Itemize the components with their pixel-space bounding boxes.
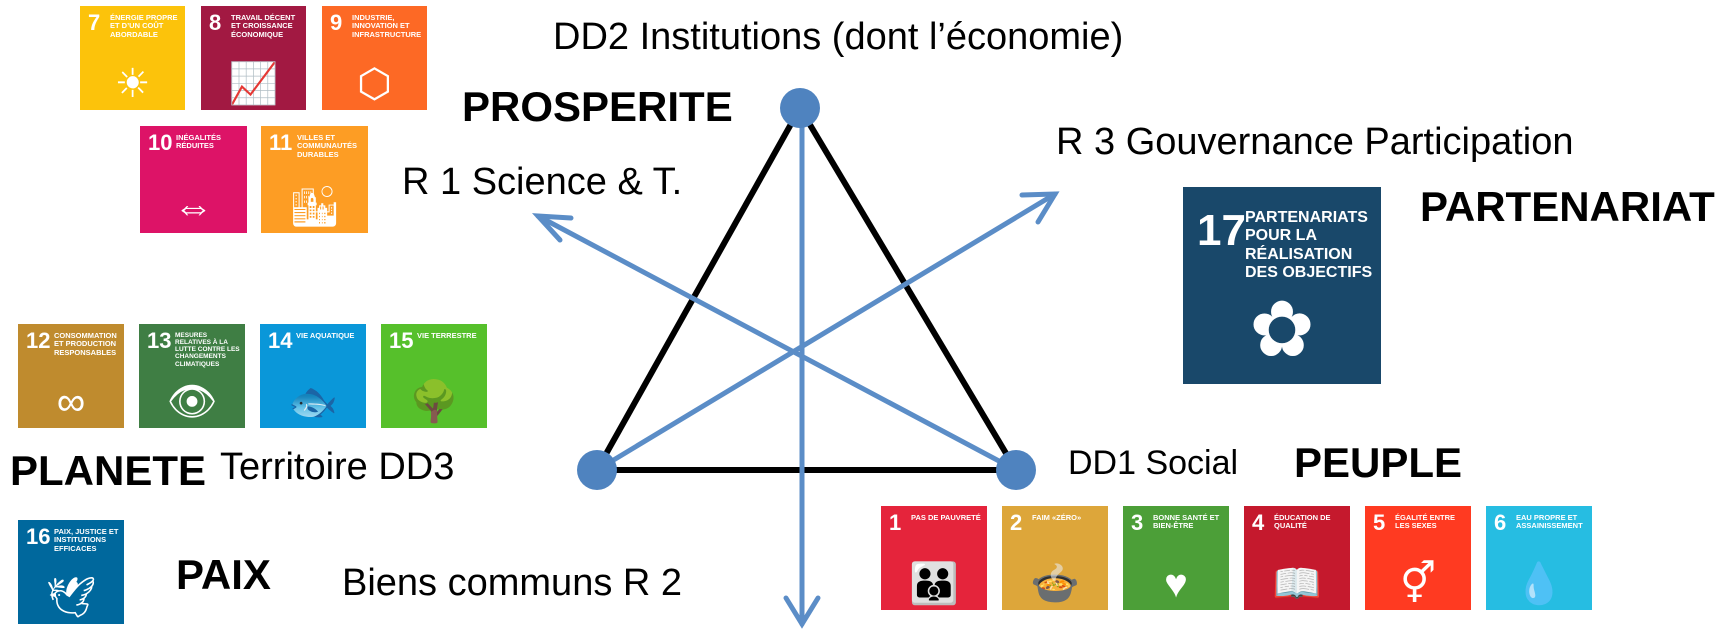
flower-rings-icon: ✿ bbox=[1249, 285, 1315, 373]
triangle bbox=[594, 106, 1019, 473]
sdg-tile-4: 4 Éducation de qualité 📖 bbox=[1244, 506, 1350, 610]
sdg-tile-5: 5 Égalité entre les sexes ⚥ bbox=[1365, 506, 1471, 610]
sdg-tile-7: 7 Énergie propre et d’un coût abordable … bbox=[80, 6, 185, 110]
label-planete: PLANETE bbox=[10, 447, 207, 494]
family-icon: 👪 bbox=[909, 562, 959, 606]
cubes-icon: ⬡ bbox=[357, 62, 392, 106]
node-dd3 bbox=[577, 450, 617, 490]
label-dd2: DD2 Institutions (dont l’économie) bbox=[553, 16, 1124, 58]
sdg-tile-15: 15 Vie terrestre 🌳 bbox=[381, 324, 487, 428]
sdg-tile-8: 8 Travail décent et croissance économiqu… bbox=[201, 6, 306, 110]
axis-arrows bbox=[531, 105, 1060, 629]
sdg-tile-3: 3 Bonne santé et bien-être ♥ bbox=[1123, 506, 1229, 610]
tree-bird-icon: 🌳 bbox=[409, 380, 459, 424]
sdg-tile-17: 17 Partenariats pour la réalisation des … bbox=[1183, 187, 1381, 384]
arrowhead-r2 bbox=[783, 595, 821, 629]
label-r1: R 1 Science & T. bbox=[402, 161, 683, 203]
label-biens-communs: Biens communs R 2 bbox=[342, 562, 683, 604]
node-dd1 bbox=[996, 450, 1036, 490]
gender-equality-icon: ⚥ bbox=[1399, 562, 1437, 606]
equality-icon: ⇔ bbox=[173, 185, 214, 229]
dove-gavel-icon: 🕊 bbox=[45, 576, 97, 620]
bowl-icon: 🍲 bbox=[1030, 562, 1080, 606]
heartbeat-icon: ♥ bbox=[1164, 562, 1188, 606]
city-icon: 🏙 bbox=[289, 185, 340, 229]
nodes bbox=[577, 88, 1036, 490]
label-peuple: PEUPLE bbox=[1294, 439, 1463, 486]
sdg-tile-13: 13 Mesures relatives à la lutte contre l… bbox=[139, 324, 245, 428]
growth-chart-icon: 📈 bbox=[228, 62, 279, 106]
sdg-tile-2: 2 Faim «zéro» 🍲 bbox=[1002, 506, 1108, 610]
sdg-tile-1: 1 Pas de pauvreté 👪 bbox=[881, 506, 987, 610]
label-paix: PAIX bbox=[176, 551, 271, 598]
book-pencil-icon: 📖 bbox=[1272, 562, 1322, 606]
label-territoire: Territoire DD3 bbox=[220, 446, 455, 488]
water-drop-icon: 💧 bbox=[1514, 562, 1564, 606]
eye-globe-icon: 👁 bbox=[166, 380, 218, 424]
sdg-tile-10: 10 Inégalités réduites ⇔ bbox=[140, 126, 247, 233]
sdg-tile-9: 9 Industrie, innovation et infrastructur… bbox=[322, 6, 427, 110]
sdg-tile-6: 6 Eau propre et assainissement 💧 bbox=[1486, 506, 1592, 610]
label-r3: R 3 Gouvernance Participation bbox=[1056, 121, 1574, 163]
axis-r3 bbox=[594, 191, 1058, 473]
sdg-tile-14: 14 Vie aquatique 🐟 bbox=[260, 324, 366, 428]
label-dd1: DD1 Social bbox=[1068, 444, 1239, 482]
label-partenariat: PARTENARIAT bbox=[1420, 183, 1715, 230]
sun-power-icon: ☀ bbox=[114, 62, 151, 106]
arrowhead-r1 bbox=[531, 213, 574, 243]
axis-r1 bbox=[535, 213, 1019, 473]
sdg-tile-16: 16 Paix, justice et institutions efficac… bbox=[18, 520, 124, 624]
sdg-tile-11: 11 Villes et communautés durables 🏙 bbox=[261, 126, 368, 233]
arrowhead-r3 bbox=[1019, 191, 1060, 225]
node-dd2 bbox=[780, 88, 820, 128]
sdg-tile-12: 12 Consommation et production responsabl… bbox=[18, 324, 124, 428]
infinity-icon: ∞ bbox=[56, 380, 86, 424]
label-prosperite: PROSPERITE bbox=[462, 83, 733, 130]
fish-icon: 🐟 bbox=[288, 380, 338, 424]
